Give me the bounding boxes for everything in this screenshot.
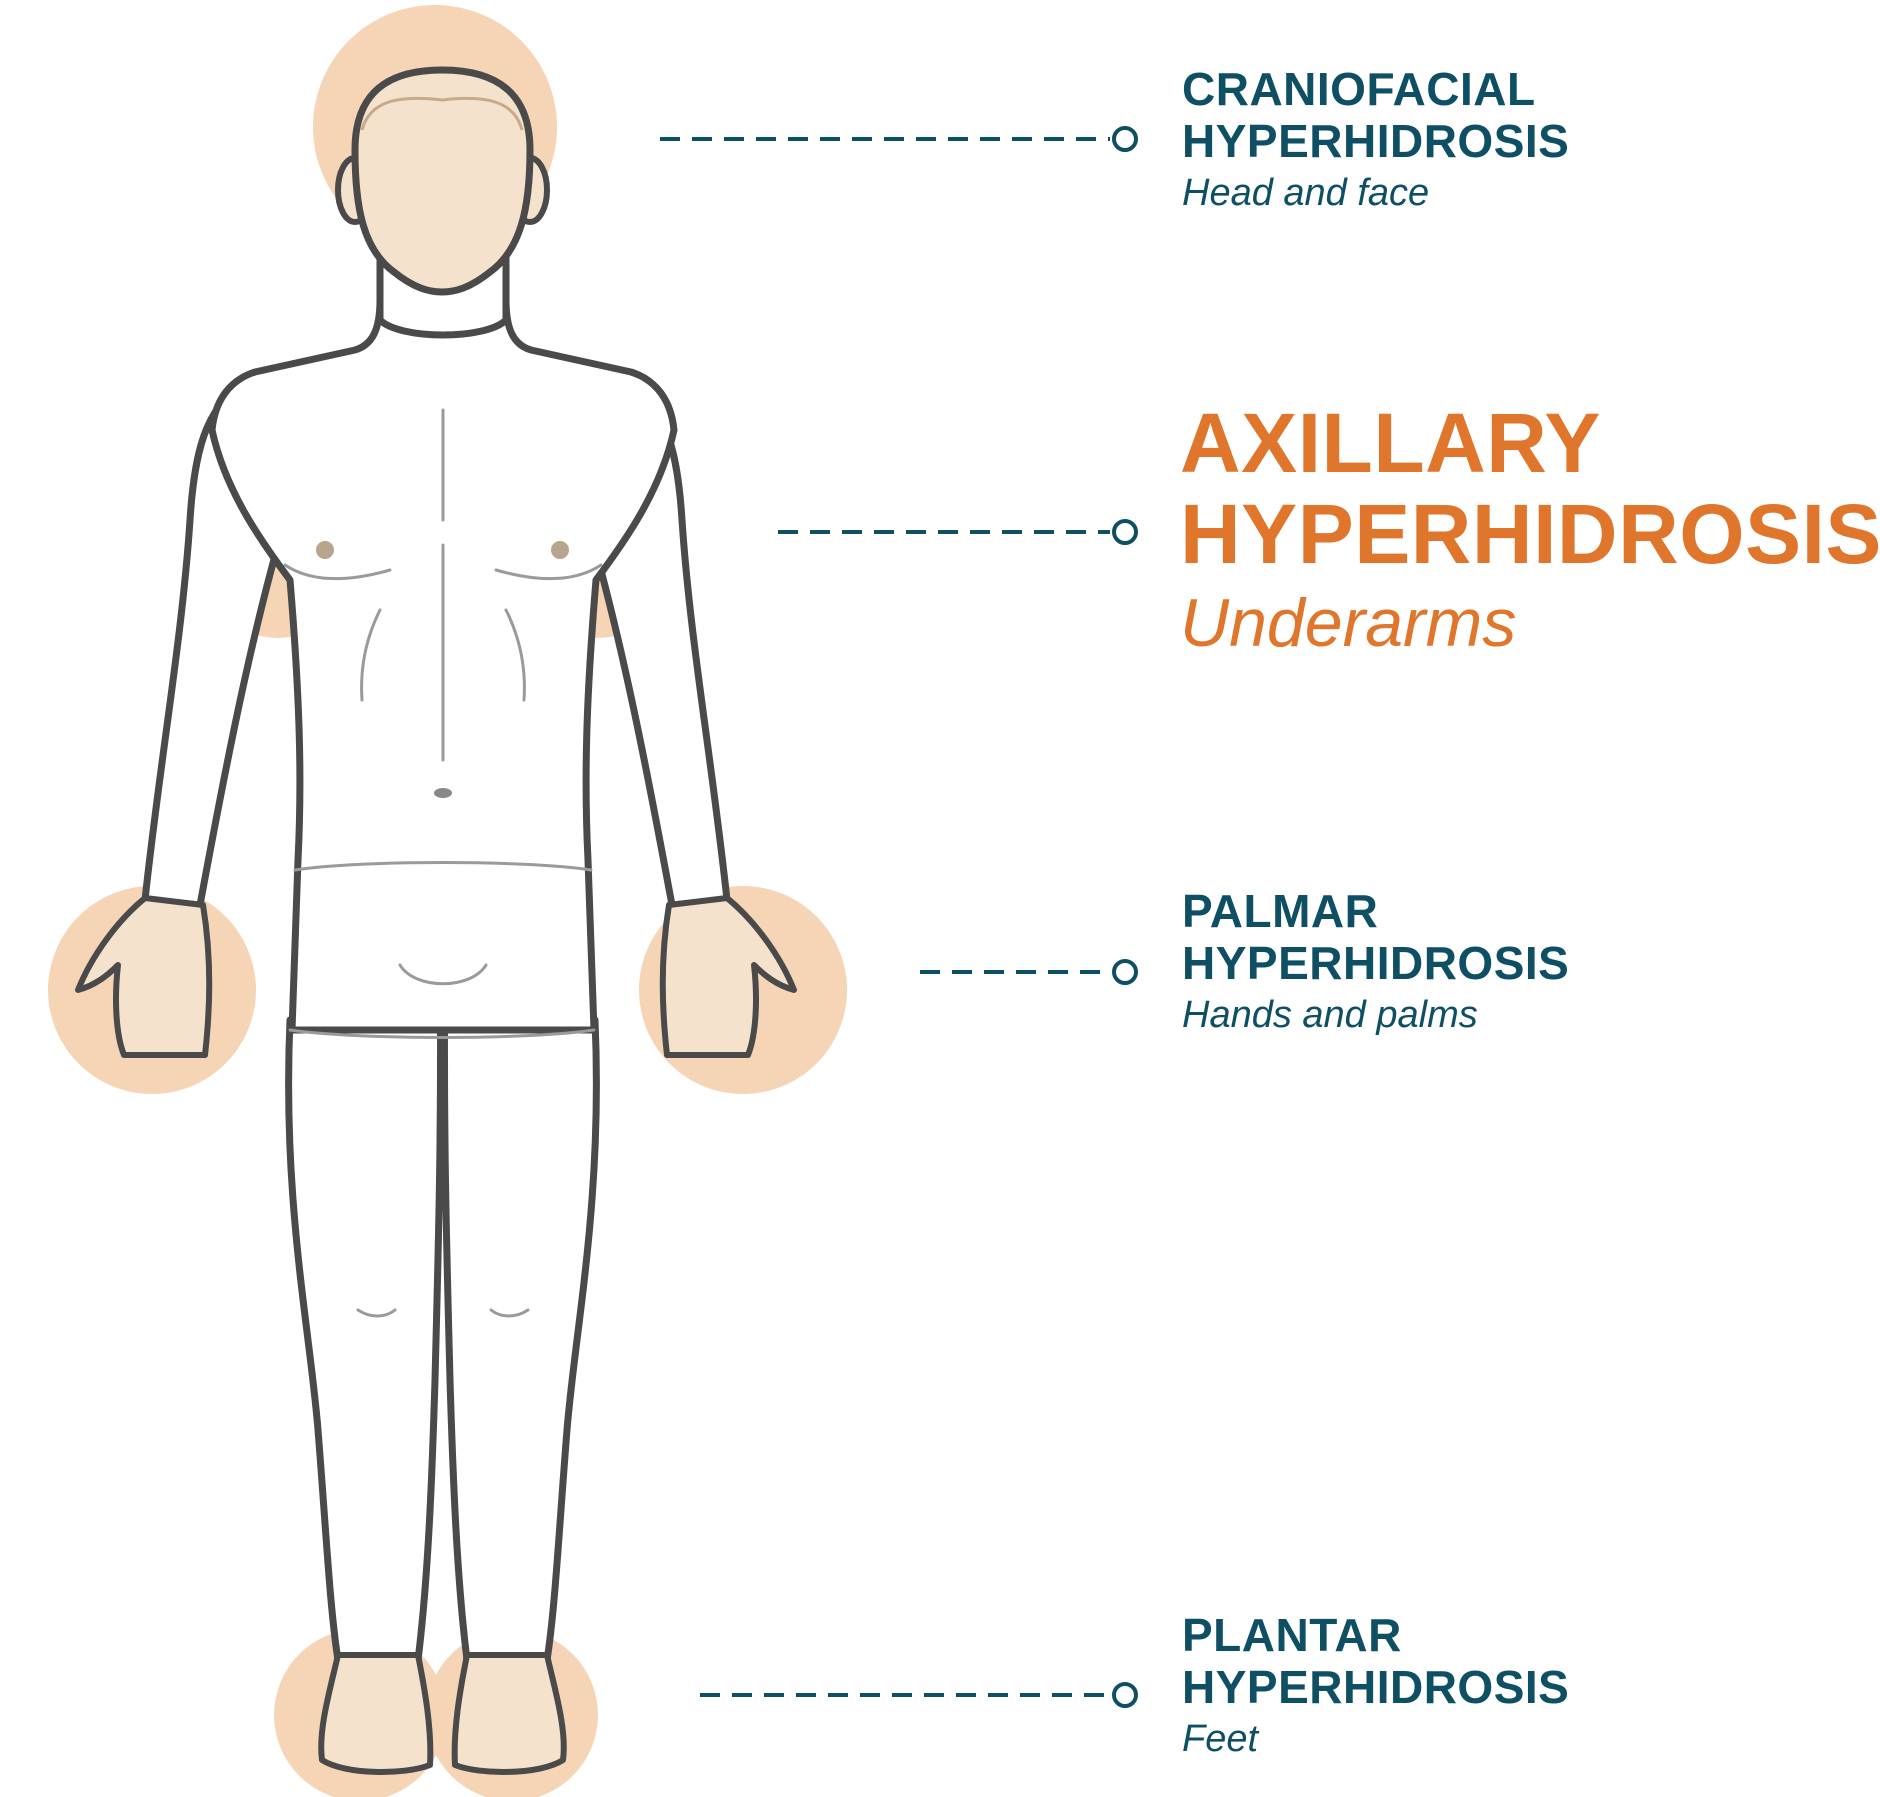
label-axillary: AXILLARY HYPERHIDROSIS Underarms xyxy=(1180,398,1880,665)
face xyxy=(355,70,530,292)
label-title-line1: CRANIOFACIAL xyxy=(1182,64,1569,116)
left-nipple xyxy=(316,541,334,559)
leader-dot-plantar xyxy=(1114,1684,1136,1706)
left-foot xyxy=(321,1655,430,1772)
right-nipple xyxy=(551,541,569,559)
label-title-line2: HYPERHIDROSIS xyxy=(1180,489,1880,580)
label-title-line2: HYPERHIDROSIS xyxy=(1182,1662,1569,1714)
leader-dot-craniofacial xyxy=(1114,128,1136,150)
leader-dot-axillary xyxy=(1114,521,1136,543)
label-title-line2: HYPERHIDROSIS xyxy=(1182,938,1569,990)
right-foot xyxy=(455,1655,564,1772)
label-title-line2: HYPERHIDROSIS xyxy=(1182,116,1569,168)
navel xyxy=(434,788,452,798)
label-subtitle: Feet xyxy=(1182,1717,1569,1763)
label-subtitle: Underarms xyxy=(1180,583,1880,665)
label-craniofacial: CRANIOFACIAL HYPERHIDROSIS Head and face xyxy=(1182,64,1569,217)
leader-dot-palmar xyxy=(1114,961,1136,983)
head xyxy=(338,70,547,292)
label-title-line1: AXILLARY xyxy=(1180,398,1880,489)
label-plantar: PLANTAR HYPERHIDROSIS Feet xyxy=(1182,1610,1569,1763)
left-leg xyxy=(289,960,441,1660)
right-leg xyxy=(444,960,596,1660)
label-subtitle: Hands and palms xyxy=(1182,993,1569,1039)
label-subtitle: Head and face xyxy=(1182,171,1569,217)
label-palmar: PALMAR HYPERHIDROSIS Hands and palms xyxy=(1182,886,1569,1039)
label-title-line1: PLANTAR xyxy=(1182,1610,1569,1662)
label-title-line1: PALMAR xyxy=(1182,886,1569,938)
